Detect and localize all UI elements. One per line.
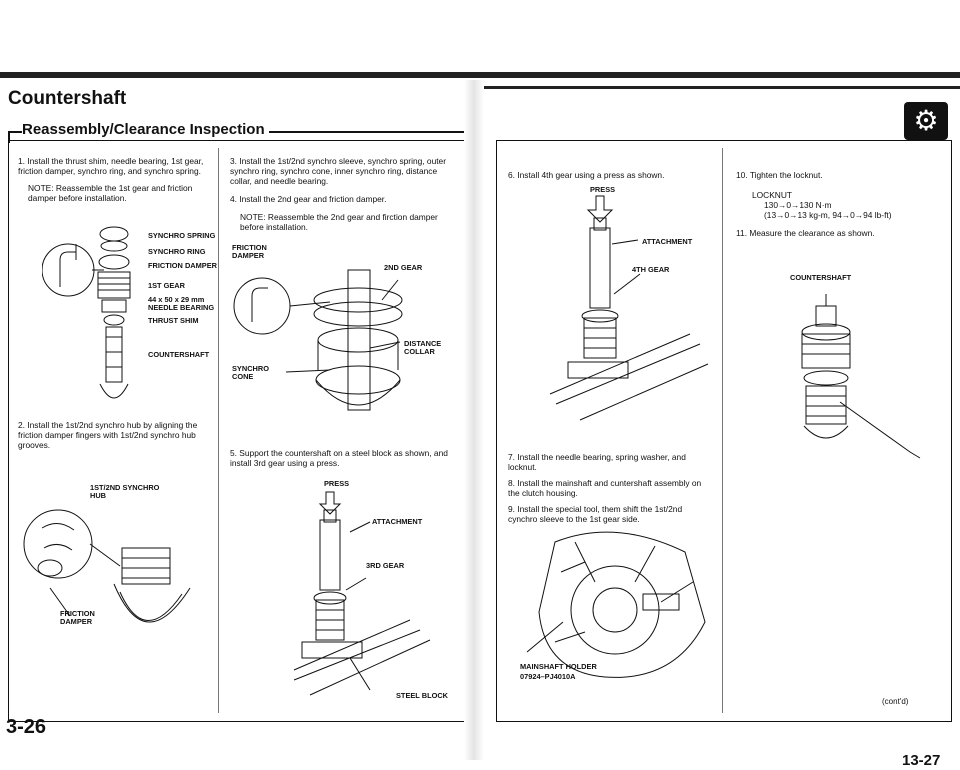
step-9-text: 9. Install the special tool, them shift …	[508, 504, 683, 524]
step-4-text: 4. Install the 2nd gear and friction dam…	[230, 194, 387, 204]
label-2nd-gear: 2ND GEAR	[384, 263, 423, 272]
clutch-housing-figure	[526, 531, 706, 678]
label-friction-damper-3: FRICTION DAMPER	[232, 243, 267, 260]
step-2-text: 2. Install the 1st/2nd synchro hub by al…	[18, 420, 198, 450]
step-5-text: 5. Support the countershaft on a steel b…	[230, 448, 448, 468]
locknut-torque-imperial: (13→0→13 kg-m, 94→0→94 lb-ft)	[764, 210, 892, 220]
label-synchro-hub: 1ST/2ND SYNCHRO HUB	[90, 483, 160, 500]
step-11-text: 11. Measure the clearance as shown.	[736, 228, 875, 238]
label-countershaft: COUNTERSHAFT	[148, 350, 210, 359]
step-10-text: 10. Tighten the locknut.	[736, 170, 823, 180]
clearance-measurement-figure	[801, 294, 921, 459]
step-6-text: 6. Install 4th gear using a press as sho…	[508, 170, 665, 180]
step-1-text: 1. Install the thrust shim, needle beari…	[18, 156, 204, 176]
label-steel-block: STEEL BLOCK	[396, 691, 449, 700]
right-top-rule	[484, 86, 960, 89]
label-needle-bearing: 44 x 50 x 29 mm NEEDLE BEARING	[148, 295, 215, 312]
label-attachment: ATTACHMENT	[372, 517, 423, 526]
countershaft-exploded-figure	[42, 226, 131, 399]
press-fourth-gear-figure	[549, 195, 709, 421]
left-page-number: 3-26	[6, 716, 47, 738]
top-rule	[0, 72, 960, 78]
label-synchro-cone: SYNCHRO CONE	[232, 364, 269, 381]
step-3-text: 3. Install the 1st/2nd synchro sleeve, s…	[230, 156, 447, 186]
continued-label: (cont'd)	[882, 697, 909, 706]
label-mainshaft-holder: MAINSHAFT HOLDER	[520, 662, 597, 671]
locknut-torque-nm: 130→0→130 N·m	[764, 200, 832, 210]
label-friction-damper-2: FRICTION DAMPER	[60, 609, 95, 626]
locknut-label: LOCKNUT	[752, 190, 793, 200]
subtitle-rule-left-tick	[8, 131, 10, 143]
label-attachment-2: ATTACHMENT	[642, 237, 693, 246]
step-8-text: 8. Install the mainshaft and cuntershaft…	[508, 478, 702, 498]
gear-icon: ⚙	[904, 102, 948, 140]
page-title: Countershaft	[8, 88, 127, 109]
label-4th-gear: 4TH GEAR	[632, 265, 670, 274]
synchro-hub-figure	[23, 509, 191, 623]
label-thrust-shim: THRUST SHIM	[148, 316, 199, 325]
label-3rd-gear: 3RD GEAR	[366, 561, 405, 570]
right-content-box	[496, 140, 952, 722]
label-distance-collar: DISTANCE COLLAR	[404, 339, 442, 356]
label-synchro-spring: SYNCHRO SPRING	[148, 231, 216, 240]
section-subtitle: Reassembly/Clearance Inspection	[22, 121, 269, 138]
right-column-divider	[722, 148, 723, 713]
second-gear-assembly-figure	[233, 269, 403, 411]
right-page-number: 13-27	[902, 752, 941, 769]
press-third-gear-figure	[293, 491, 431, 696]
label-1st-gear: 1ST GEAR	[148, 281, 185, 290]
label-synchro-ring: SYNCHRO RING	[148, 247, 206, 256]
label-press-2: PRESS	[590, 185, 616, 194]
page-gutter	[464, 80, 484, 760]
step-7-text: 7. Install the needle bearing, spring wa…	[508, 452, 686, 472]
label-tool-number: 07924–PJ4010A	[520, 672, 576, 681]
label-friction-damper: FRICTION DAMPER	[148, 261, 217, 270]
step-4-note: NOTE: Reassemble the 2nd gear and fircti…	[240, 212, 438, 232]
step-1-note: NOTE: Reassemble the 1st gear and fricti…	[28, 183, 193, 203]
label-press: PRESS	[324, 479, 350, 488]
label-countershaft-2: COUNTERSHAFT	[790, 273, 852, 282]
left-column-divider	[218, 148, 219, 713]
